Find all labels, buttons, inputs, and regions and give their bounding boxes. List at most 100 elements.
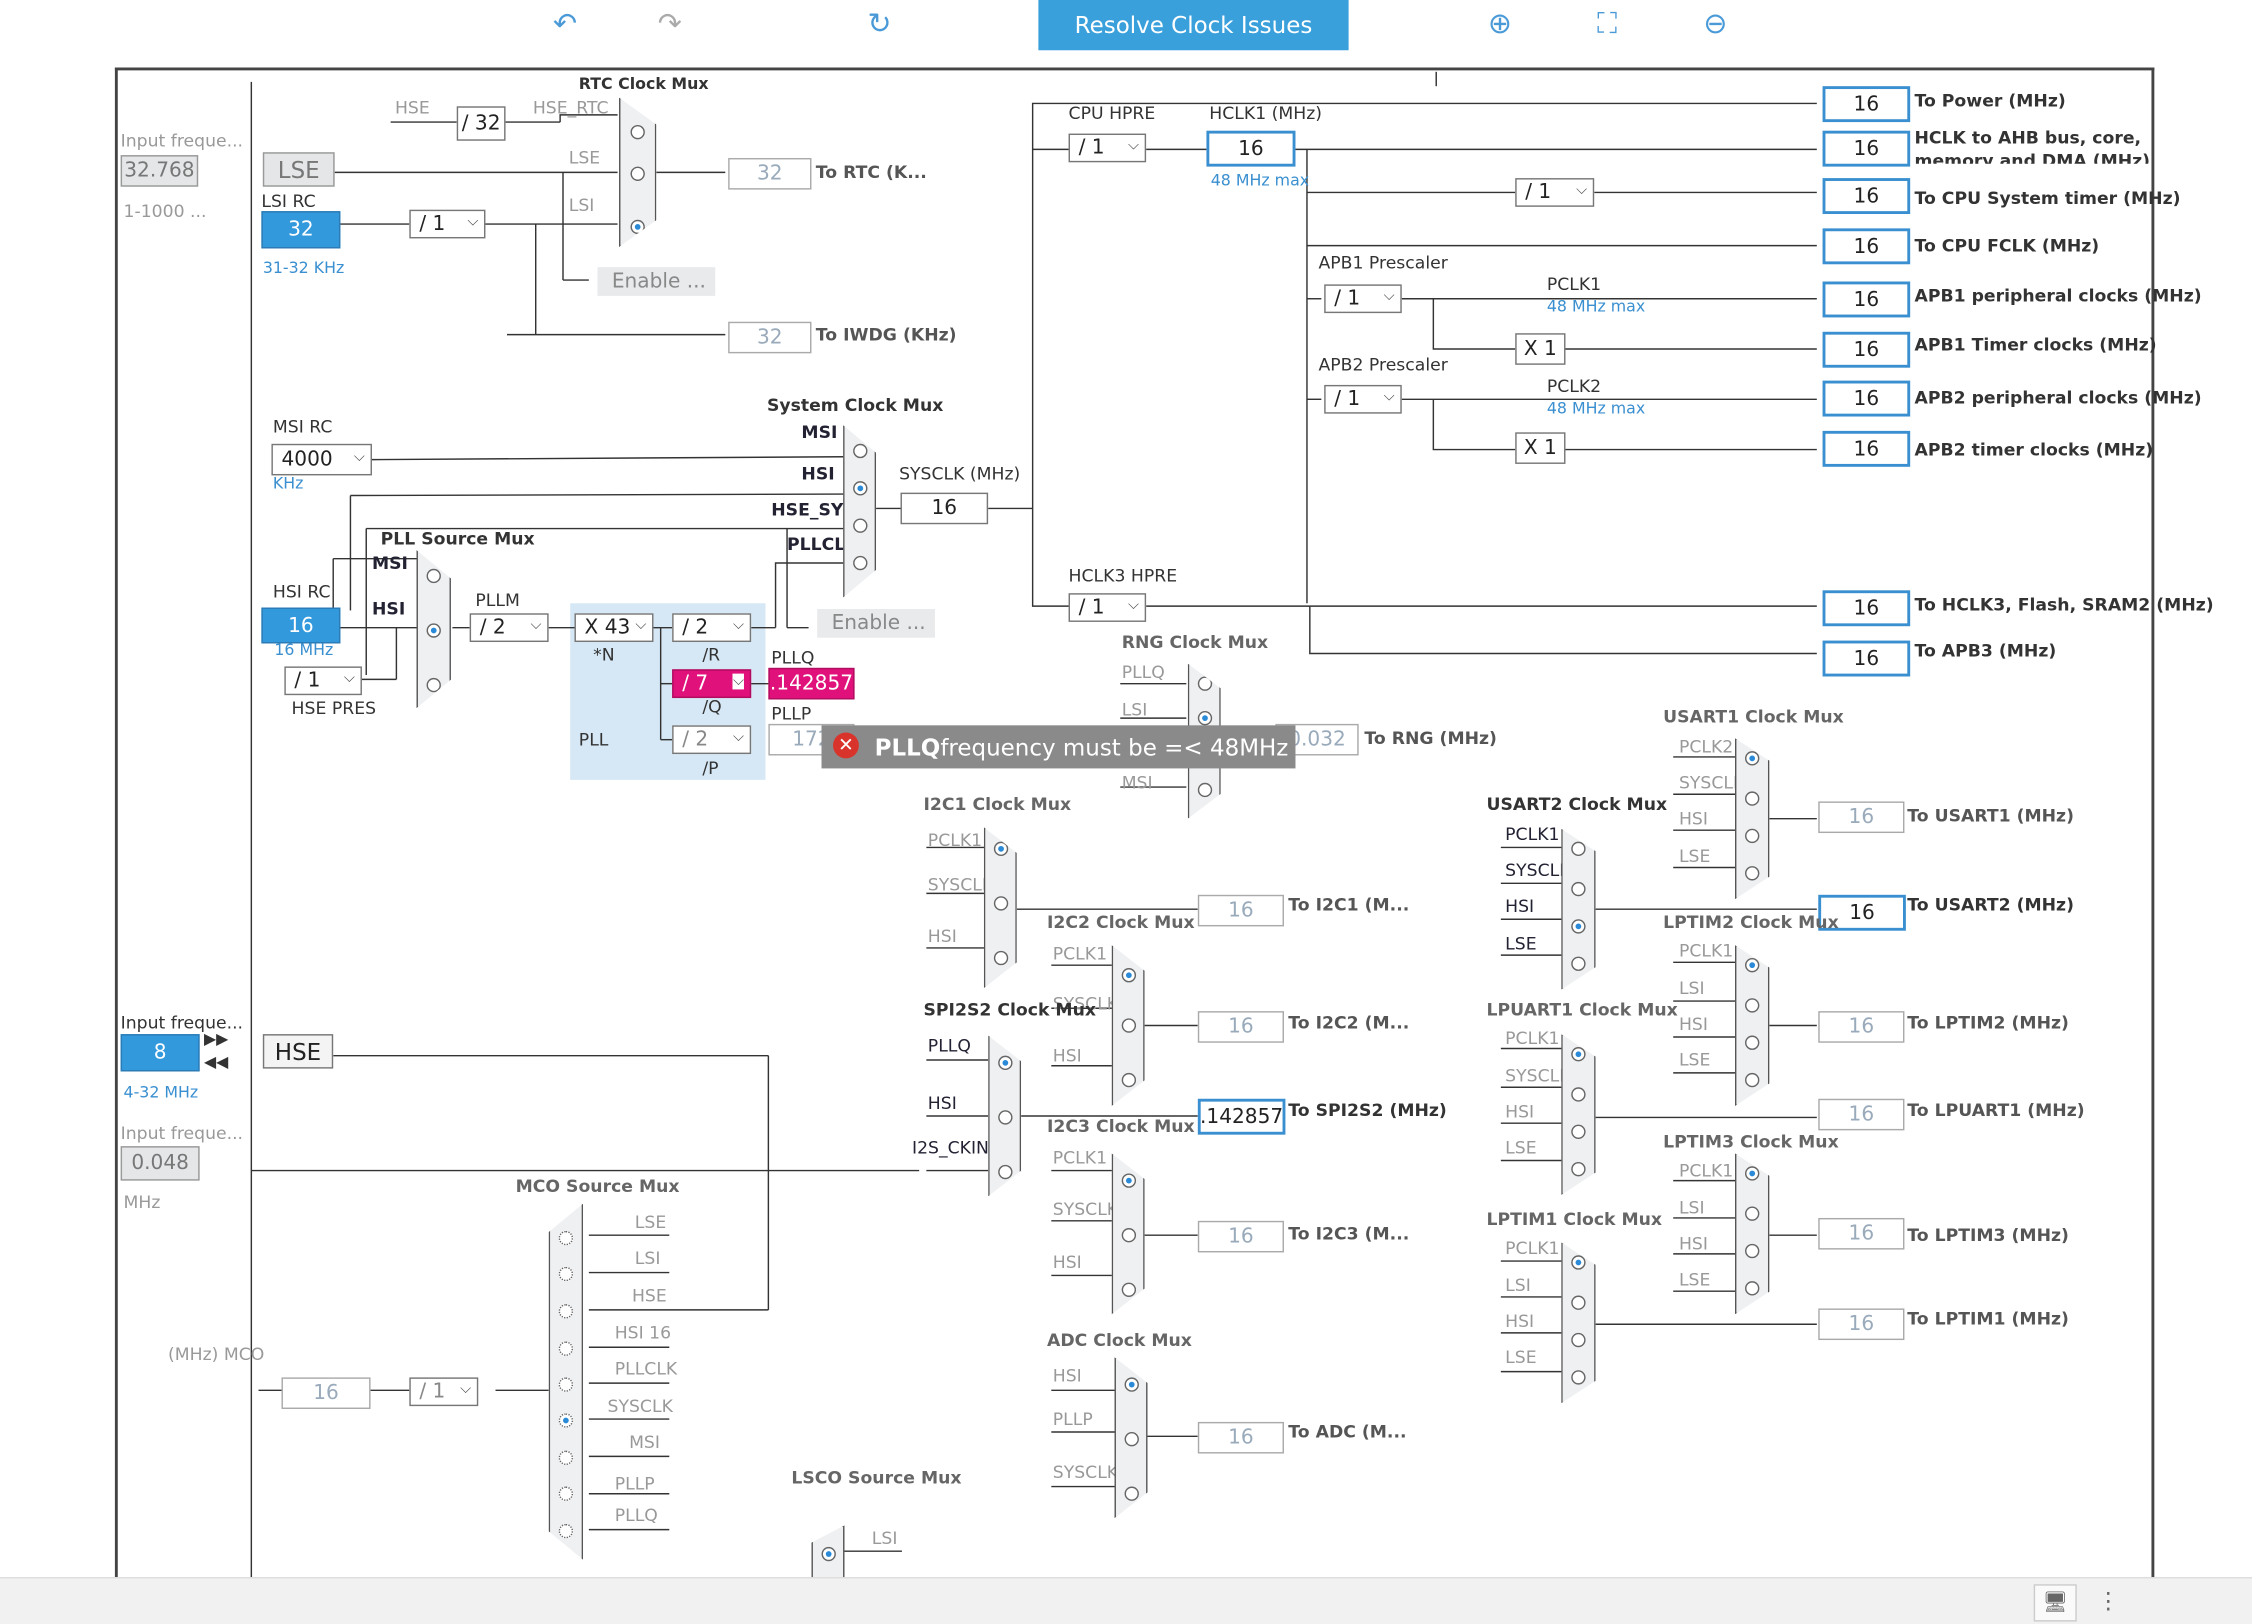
pll-source-mux[interactable] xyxy=(416,550,451,709)
usart1-clock-mux[interactable] xyxy=(1734,738,1770,900)
pllr-select[interactable]: / 2⌵ xyxy=(672,613,752,643)
output-apb2-timer[interactable]: 16 xyxy=(1822,430,1911,467)
cpu-hpre-select[interactable]: / 1⌵ xyxy=(1068,133,1147,163)
output-cpu-system-timer[interactable]: 16 xyxy=(1822,178,1911,215)
hclk1-value[interactable]: 16 xyxy=(1206,130,1296,167)
lse-frequency-input[interactable]: 32.768 xyxy=(120,155,199,187)
hse-pres-select[interactable]: / 1⌵ xyxy=(284,666,362,696)
hse-box[interactable]: HSE xyxy=(262,1034,334,1069)
pllm-select[interactable]: / 2⌵ xyxy=(469,613,549,643)
chevron-down-icon: ⌵ xyxy=(530,617,542,634)
error-tooltip: ✕ PLLQ frequency must be =< 48MHz xyxy=(821,725,1296,769)
pllr-label: /R xyxy=(702,644,721,665)
mco-item-hse: HSE xyxy=(631,1285,667,1306)
usart2-clock-mux[interactable] xyxy=(1561,828,1596,990)
cpu-timer-divider-select[interactable]: / 1⌵ xyxy=(1515,178,1595,207)
output-ahb[interactable]: 16 xyxy=(1822,130,1911,167)
sys-msi-label: MSI xyxy=(801,422,838,443)
output-ahb-label2: memory and DMA (MHz) xyxy=(1914,152,2151,164)
spi2s2-mux-title: SPI2S2 Clock Mux xyxy=(923,999,1096,1020)
output-apb1-timer-label: APB1 Timer clocks (MHz) xyxy=(1914,334,2157,355)
rtc-lsi-label: LSI xyxy=(568,195,595,216)
zoom-out-icon[interactable]: ⊖ xyxy=(1703,5,1728,41)
mco-output: 16 xyxy=(281,1377,371,1409)
hse-input-label: Input freque... xyxy=(120,1012,244,1033)
output-power[interactable]: 16 xyxy=(1822,86,1911,123)
hse-input2-label: Input freque... xyxy=(120,1123,244,1144)
lse-input-label: Input freque... xyxy=(120,130,244,151)
spi2s2-pllq-label: PLLQ xyxy=(927,1035,971,1056)
iwdg-output-label: To IWDG (KHz) xyxy=(815,324,957,345)
usart2-output[interactable]: 16 xyxy=(1818,894,1906,931)
system-clock-mux[interactable] xyxy=(843,425,877,598)
adc-output: 16 xyxy=(1197,1421,1284,1454)
output-apb3[interactable]: 16 xyxy=(1822,640,1911,677)
spi2s2-clock-mux[interactable] xyxy=(988,1035,1022,1197)
spi2s2-output[interactable]: .142857 xyxy=(1197,1098,1286,1135)
refresh-icon[interactable]: ↻ xyxy=(867,5,892,41)
i2c1-output: 16 xyxy=(1197,894,1284,927)
mco-divider-select[interactable]: / 1⌵ xyxy=(409,1377,479,1407)
lsi-divider-select[interactable]: / 1⌵ xyxy=(409,209,486,239)
fit-screen-icon[interactable]: ⛶ xyxy=(1597,5,1618,41)
rng-output-label: To RNG (MHz) xyxy=(1364,728,1497,749)
i2c3-clock-mux[interactable] xyxy=(1111,1153,1145,1315)
output-apb2-peripheral[interactable]: 16 xyxy=(1822,380,1911,417)
usart1-hsi-label: HSI xyxy=(1678,808,1708,829)
chevron-down-icon: ⌵ xyxy=(733,673,744,690)
lptim2-output: 16 xyxy=(1818,1011,1905,1043)
mco-source-mux[interactable] xyxy=(548,1203,584,1560)
output-hclk3[interactable]: 16 xyxy=(1822,590,1911,627)
lptim3-output-label: To LPTIM3 (MHz) xyxy=(1907,1225,2069,1246)
rtc-clock-mux[interactable] xyxy=(619,97,657,248)
i2c2-clock-mux[interactable] xyxy=(1111,945,1145,1106)
spi2s2-i2s-ckin-label: I2S_CKIN xyxy=(912,1137,989,1158)
hse-frequency-input[interactable]: 8 xyxy=(120,1034,200,1072)
spi2s2-hsi-label: HSI xyxy=(927,1093,957,1114)
zoom-in-icon[interactable]: ⊕ xyxy=(1487,5,1513,41)
rtc-output-label: To RTC (K... xyxy=(815,162,927,183)
plln-select[interactable]: X 43⌵ xyxy=(574,613,654,643)
i2c2-sysclk-label: SYSCLK xyxy=(1052,993,1119,1015)
undo-icon[interactable]: ↶ xyxy=(552,5,578,41)
pclk1-label: PCLK1 xyxy=(1546,274,1602,295)
adc-clock-mux[interactable] xyxy=(1114,1357,1148,1519)
apb1-prescaler-select[interactable]: / 1⌵ xyxy=(1324,284,1402,314)
i2c1-clock-mux[interactable] xyxy=(983,827,1017,989)
lptim2-clock-mux[interactable] xyxy=(1734,945,1770,1106)
rtc-lse-label: LSE xyxy=(568,147,601,169)
msi-frequency-select[interactable]: 4000⌵ xyxy=(271,443,372,476)
lptim3-clock-mux[interactable] xyxy=(1734,1153,1770,1315)
usart1-lse-label: LSE xyxy=(1678,845,1711,867)
resolve-clock-issues-button[interactable]: Resolve Clock Issues xyxy=(1038,0,1349,51)
hsi-rc-value[interactable]: 16 xyxy=(261,607,341,644)
hclk3-hpre-select[interactable]: / 1⌵ xyxy=(1068,593,1147,622)
apb2-prescaler-select[interactable]: / 1⌵ xyxy=(1324,384,1402,414)
pllq-select[interactable]: / 7⌵ xyxy=(672,669,752,699)
i2c3-mux-title: I2C3 Clock Mux xyxy=(1047,1115,1195,1137)
redo-icon[interactable]: ↷ xyxy=(657,5,682,41)
usart2-sysclk-label: SYSCLK xyxy=(1505,860,1571,881)
output-hclk3-label: To HCLK3, Flash, SRAM2 (MHz) xyxy=(1914,594,2214,615)
mco-item-pllp: PLLP xyxy=(614,1473,655,1494)
i2c2-mux-title: I2C2 Clock Mux xyxy=(1047,912,1195,933)
lse-box[interactable]: LSE xyxy=(262,152,335,187)
lptim1-clock-mux[interactable] xyxy=(1561,1242,1596,1404)
output-apb1-timer[interactable]: 16 xyxy=(1822,331,1911,368)
hse-frequency-input2[interactable]: 0.048 xyxy=(120,1146,200,1181)
pll-enable-button[interactable]: Enable ... xyxy=(817,608,935,638)
status-bar: 🖥 ⋮ xyxy=(0,1577,2252,1624)
sysclk-value[interactable]: 16 xyxy=(900,492,989,525)
lptim2-mux-title: LPTIM2 Clock Mux xyxy=(1663,912,1839,933)
lsi-rc-label: LSI RC xyxy=(261,191,316,212)
output-apb1-peripheral[interactable]: 16 xyxy=(1822,281,1911,318)
pllp-select[interactable]: / 2⌵ xyxy=(672,725,752,755)
screen-settings-icon[interactable]: 🖥 xyxy=(2033,1584,2077,1622)
output-cpu-fclk[interactable]: 16 xyxy=(1822,228,1911,265)
lsi-rc-value[interactable]: 32 xyxy=(261,211,341,249)
error-tooltip-text: frequency must be =< 48MHz xyxy=(940,733,1289,761)
pllp-label: PLLP xyxy=(771,703,812,724)
lpuart1-clock-mux[interactable] xyxy=(1561,1034,1596,1195)
rtc-enable-button[interactable]: Enable ... xyxy=(597,267,716,296)
more-vertical-icon[interactable]: ⋮ xyxy=(2096,1587,2120,1615)
